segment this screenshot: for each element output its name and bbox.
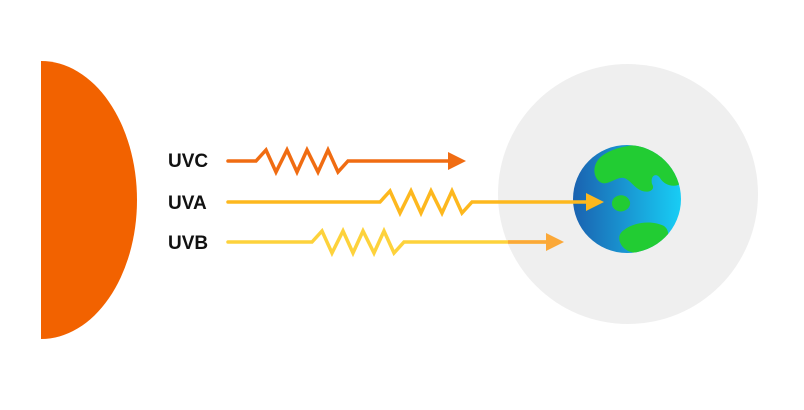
uvc-arrowhead (448, 152, 466, 170)
uvc-label: UVC (168, 151, 209, 172)
sun-icon (41, 61, 137, 339)
uvb-ray (226, 226, 564, 258)
earth-icon (573, 145, 681, 253)
uva-arrowhead (586, 193, 604, 211)
uvb-arrowhead (546, 233, 564, 251)
uvb-label: UVB (168, 233, 209, 254)
uva-label: UVA (168, 193, 207, 214)
uvc-ray (226, 145, 466, 177)
uva-ray (226, 186, 604, 218)
